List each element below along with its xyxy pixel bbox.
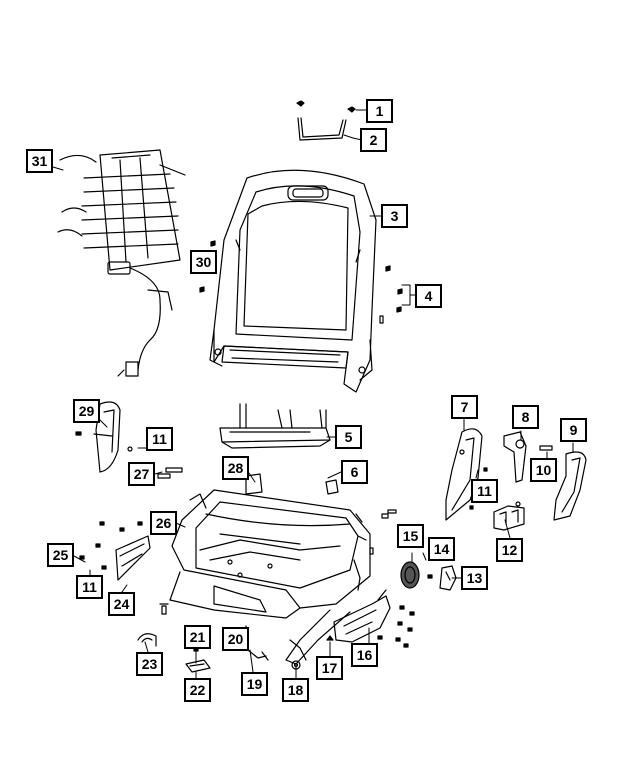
callout-11-mid: 11	[146, 427, 173, 451]
callout-15: 15	[397, 524, 424, 548]
callout-27: 27	[128, 462, 155, 486]
part-nut-18	[291, 660, 301, 670]
callout-5: 5	[335, 425, 362, 449]
part-side-panel	[115, 535, 151, 581]
callout-19: 19	[241, 672, 268, 696]
callout-25: 25	[47, 543, 74, 567]
callout-22: 22	[184, 678, 211, 702]
part-screws-30	[199, 240, 216, 293]
part-clip-17	[326, 635, 334, 641]
callout-8: 8	[512, 405, 539, 429]
part-clip	[296, 100, 356, 113]
part-recliner-knob	[503, 431, 553, 483]
callout-14: 14	[428, 537, 455, 561]
part-lumbar-knob	[400, 561, 420, 589]
part-switch	[493, 501, 525, 531]
callout-1: 1	[366, 99, 393, 123]
part-screws-left	[79, 521, 143, 570]
callout-28: 28	[222, 456, 249, 480]
callout-7: 7	[451, 395, 478, 419]
part-outboard-shield	[333, 589, 391, 643]
callout-17: 17	[316, 656, 343, 680]
callout-13: 13	[461, 566, 488, 590]
callout-9: 9	[560, 418, 587, 442]
callout-12: 12	[496, 538, 523, 562]
part-hook-23	[137, 633, 157, 647]
part-cushion-frame	[169, 489, 371, 665]
part-screws	[379, 265, 403, 324]
callout-3: 3	[381, 204, 408, 228]
callout-10: 10	[530, 458, 557, 482]
callout-26: 26	[150, 511, 177, 535]
callout-30: 30	[190, 250, 217, 274]
part-seat-back-frame	[209, 169, 377, 393]
part-bolt-misc	[159, 603, 169, 615]
callout-24: 24	[108, 592, 135, 616]
callout-11-right: 11	[471, 479, 498, 503]
callout-18: 18	[282, 678, 309, 702]
callout-20: 20	[222, 627, 249, 651]
callout-6: 6	[341, 460, 368, 484]
part-small-parts-21-22	[185, 647, 211, 673]
part-bracket	[219, 403, 331, 449]
part-screws-right	[369, 509, 415, 648]
part-side-cover-7	[445, 428, 488, 521]
callout-31: 31	[26, 149, 53, 173]
part-bolts-27	[157, 467, 183, 479]
part-rod	[297, 117, 347, 141]
callout-16: 16	[351, 643, 378, 667]
callout-29: 29	[73, 399, 100, 423]
callout-2: 2	[360, 128, 387, 152]
part-side-cover-9	[553, 451, 587, 521]
callout-11-left: 11	[76, 575, 103, 599]
callout-4: 4	[415, 284, 442, 308]
part-side-shield	[75, 401, 133, 473]
callout-21: 21	[184, 625, 211, 649]
part-suspension-mat	[57, 149, 186, 377]
part-small-brackets	[245, 473, 339, 495]
callout-23: 23	[136, 652, 163, 676]
part-wire-clip	[245, 625, 269, 661]
part-bezel	[427, 565, 457, 591]
